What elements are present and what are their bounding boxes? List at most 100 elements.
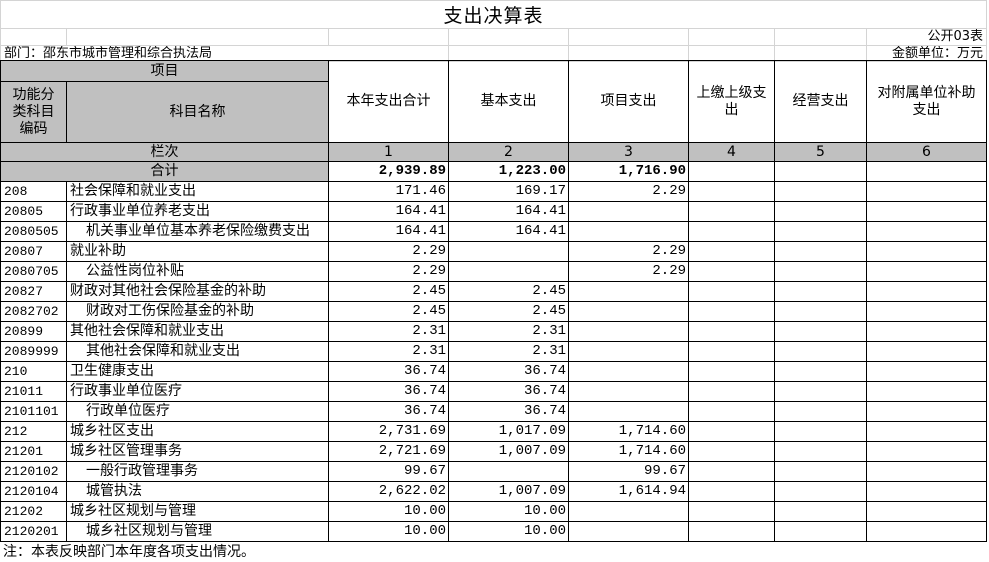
row-name-cell: 卫生健康支出: [66, 361, 329, 382]
row-code-cell: 208: [0, 181, 67, 202]
row-value-cell: [448, 461, 569, 482]
row-value-cell: [688, 201, 775, 222]
header-function-code: 功能分类科目编码: [0, 81, 67, 143]
row-value-cell: 36.74: [448, 401, 569, 422]
row-value-cell: 10.00: [448, 501, 569, 522]
row-value-cell: [568, 221, 689, 242]
row-value-cell: [688, 341, 775, 362]
row-value-cell: [688, 361, 775, 382]
row-value-cell: [774, 381, 867, 402]
row-value-cell: [866, 181, 987, 202]
row-value-cell: [866, 341, 987, 362]
row-code-cell: 212: [0, 421, 67, 442]
row-code-cell: 2089999: [0, 341, 67, 362]
row-value-cell: [774, 261, 867, 282]
row-value-cell: [688, 441, 775, 462]
row-value-cell: [568, 501, 689, 522]
row-code-cell: 21202: [0, 501, 67, 522]
row-value-cell: 164.41: [448, 221, 569, 242]
row-value-cell: [688, 181, 775, 202]
row-value-cell: [774, 281, 867, 302]
row-value-cell: 2.29: [568, 261, 689, 282]
row-value-cell: [448, 261, 569, 282]
header-col-basic: 基本支出: [448, 60, 569, 143]
column-index-number: 2: [448, 142, 569, 162]
row-name-cell: 城乡社区支出: [66, 421, 329, 442]
row-value-cell: 99.67: [568, 461, 689, 482]
header-col-remit-superior: 上缴上级支出: [688, 60, 775, 143]
row-value-cell: 2.31: [328, 321, 449, 342]
row-value-cell: 2.45: [448, 301, 569, 322]
row-value-cell: [866, 361, 987, 382]
row-name-cell: 行政事业单位养老支出: [66, 201, 329, 222]
row-value-cell: 164.41: [328, 201, 449, 222]
column-index-number: 6: [866, 142, 987, 162]
row-value-cell: 36.74: [328, 361, 449, 382]
column-index-number: 5: [774, 142, 867, 162]
row-code-cell: 20899: [0, 321, 67, 342]
row-value-cell: 2.29: [568, 181, 689, 202]
row-value-cell: [774, 321, 867, 342]
row-value-cell: [866, 461, 987, 482]
row-value-cell: [774, 521, 867, 542]
row-value-cell: [568, 321, 689, 342]
row-value-cell: [866, 301, 987, 322]
row-value-cell: [568, 521, 689, 542]
row-code-cell: 21201: [0, 441, 67, 462]
empty-cell: [448, 28, 569, 46]
row-code-cell: 2082702: [0, 301, 67, 322]
empty-cell: [328, 28, 449, 46]
row-name-cell: 行政事业单位医疗: [66, 381, 329, 402]
row-value-cell: [866, 221, 987, 242]
row-value-cell: [688, 461, 775, 482]
row-value-cell: [774, 421, 867, 442]
total-row: 合计 2,939.89 1,223.00 1,716.90: [0, 161, 987, 182]
row-value-cell: [866, 481, 987, 502]
row-value-cell: 2.45: [448, 281, 569, 302]
header-col-operating: 经营支出: [774, 60, 867, 143]
empty-cell: [0, 28, 67, 46]
row-value-cell: [568, 281, 689, 302]
row-value-cell: 10.00: [448, 521, 569, 542]
sheet-title-area: 支出决算表 公开03表 部门：邵东市城市管理和综合执法局 金额单位：万元: [0, 0, 988, 62]
row-value-cell: 2.45: [328, 281, 449, 302]
total-value-cell: [688, 161, 775, 182]
row-code-cell: 2120102: [0, 461, 67, 482]
row-value-cell: [866, 261, 987, 282]
total-value-cell: [774, 161, 867, 182]
row-code-cell: 2120201: [0, 521, 67, 542]
row-code-cell: 2080705: [0, 261, 67, 282]
row-value-cell: [688, 321, 775, 342]
row-value-cell: [866, 321, 987, 342]
row-value-cell: [774, 181, 867, 202]
row-name-cell: 其他社会保障和就业支出: [66, 321, 329, 342]
row-code-cell: 20805: [0, 201, 67, 222]
row-value-cell: 171.46: [328, 181, 449, 202]
row-value-cell: 1,007.09: [448, 481, 569, 502]
header-col-project: 项目支出: [568, 60, 689, 143]
page-title: 支出决算表: [0, 0, 988, 29]
total-label: 合计: [0, 161, 329, 182]
row-name-cell: 财政对其他社会保险基金的补助: [66, 281, 329, 302]
column-index-number: 4: [688, 142, 775, 162]
column-index-label: 栏次: [0, 142, 329, 162]
row-name-cell: 社会保障和就业支出: [66, 181, 329, 202]
row-value-cell: [774, 221, 867, 242]
row-value-cell: [774, 201, 867, 222]
row-value-cell: 2,721.69: [328, 441, 449, 462]
row-value-cell: 99.67: [328, 461, 449, 482]
row-value-cell: [568, 341, 689, 362]
row-value-cell: [866, 501, 987, 522]
row-value-cell: [774, 481, 867, 502]
row-value-cell: [688, 281, 775, 302]
